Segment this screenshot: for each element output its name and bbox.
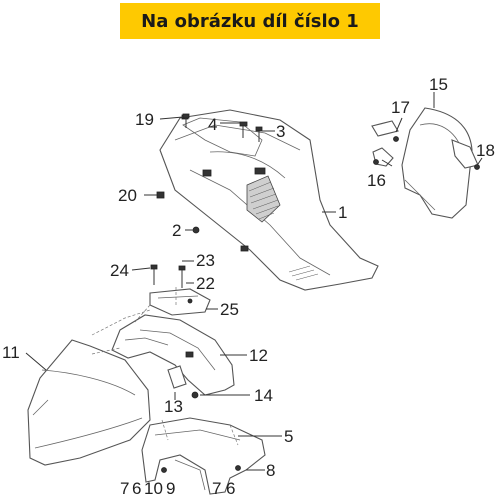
- callout-12: 12: [249, 346, 268, 365]
- callout-13: 13: [164, 397, 183, 416]
- bottom-label-6-left: 6: [132, 479, 141, 498]
- callout-1: 1: [338, 203, 347, 222]
- part-12-inner-fender: [111, 314, 235, 399]
- leader-lines: [25, 92, 483, 471]
- part-5-mudguard: [141, 417, 266, 495]
- part-1-body-panel: [159, 109, 379, 291]
- callout-11: 11: [2, 343, 20, 362]
- bottom-label-6-right: 6: [226, 479, 235, 498]
- screw-24-icon: [150, 264, 158, 285]
- callout-17: 17: [391, 98, 410, 117]
- callout-24: 24: [110, 261, 129, 280]
- bottom-label-9: 9: [166, 479, 175, 498]
- title-banner: Na obrázku díl číslo 1: [120, 3, 380, 39]
- assembly-line-2: [134, 287, 177, 323]
- callout-4: 4: [208, 115, 217, 134]
- callout-8: 8: [266, 461, 275, 480]
- part-11-front-cover: [27, 339, 151, 466]
- callout-14: 14: [254, 386, 273, 405]
- callout-19: 19: [135, 110, 154, 129]
- callout-3: 3: [276, 122, 285, 141]
- callout-20: 20: [118, 186, 137, 205]
- callout-23: 23: [196, 251, 215, 270]
- callout-5: 5: [284, 427, 293, 446]
- part-15-rear-guard: [371, 107, 480, 219]
- bottom-label-10: 10: [144, 479, 163, 498]
- callout-25: 25: [220, 300, 239, 319]
- screw-23-icon: [178, 265, 186, 288]
- assembly-line-3: [161, 419, 239, 446]
- screw-4-icon: [239, 121, 248, 138]
- callout-15: 15: [429, 75, 448, 94]
- callout-16: 16: [367, 171, 386, 190]
- callout-2: 2: [172, 221, 181, 240]
- bottom-label-7-right: 7: [212, 479, 221, 498]
- title-text: Na obrázku díl číslo 1: [141, 10, 359, 32]
- callout-18: 18: [476, 141, 495, 160]
- callout-22: 22: [196, 274, 215, 293]
- assembly-line-1: [91, 309, 151, 355]
- screw-3-icon: [255, 126, 263, 142]
- bottom-label-7-left: 7: [120, 479, 129, 498]
- clip-20-icon: [156, 191, 165, 199]
- screw-19-icon: [182, 113, 190, 128]
